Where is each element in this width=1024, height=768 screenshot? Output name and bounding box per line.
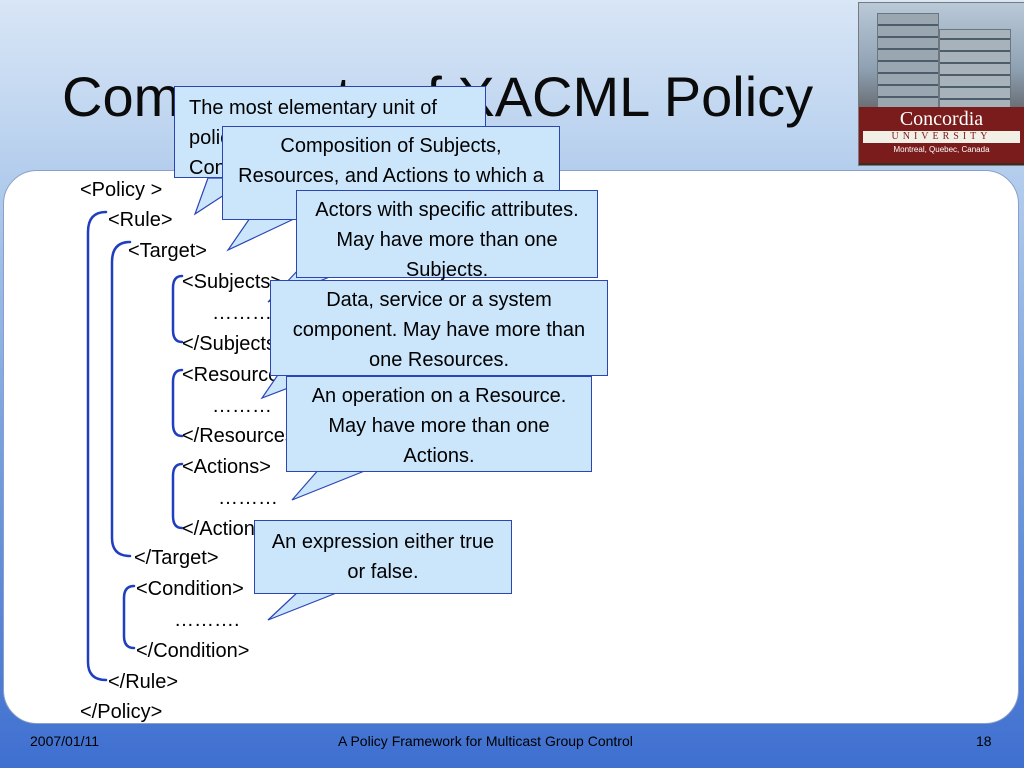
code-actions-open: <Actions> (182, 456, 271, 478)
bracket-rule (86, 210, 108, 682)
callout-subjects: Actors with specific attributes. May hav… (296, 190, 598, 281)
bracket-condition (122, 584, 136, 650)
tail-target (226, 217, 297, 252)
code-subjects-close: </Subjects> (182, 333, 288, 355)
callout-condition: An expression either true or false. (254, 520, 512, 594)
logo-subtitle: UNIVERSITY (863, 131, 1020, 143)
footer-title: A Policy Framework for Multicast Group C… (338, 733, 633, 749)
footer-date: 2007/01/11 (30, 733, 100, 749)
code-condition-body: ………. (174, 609, 240, 631)
logo-location: Montreal, Quebec, Canada (893, 145, 990, 154)
code-rule-open: <Rule> (108, 209, 173, 231)
code-actions-close: </Actions> (182, 518, 277, 540)
code-condition-close: </Condition> (136, 640, 250, 662)
code-resources-body: ……… (212, 395, 272, 417)
code-policy-open: <Policy > (80, 179, 163, 201)
tail-actions (291, 467, 373, 501)
code-condition-open: <Condition> (136, 578, 244, 600)
concordia-logo: Concordia UNIVERSITY Montreal, Quebec, C… (858, 2, 1024, 166)
code-subjects-body: ……… (212, 302, 272, 324)
logo-band: Concordia UNIVERSITY Montreal, Quebec, C… (859, 107, 1024, 163)
code-target-close: </Target> (134, 547, 219, 569)
code-policy-close: </Policy> (80, 701, 163, 723)
callout-actions: An operation on a Resource. May have mor… (286, 376, 592, 472)
bracket-actions (171, 462, 184, 530)
bracket-subjects (171, 274, 184, 344)
callout-target: Composition of Subjects, Resources, and … (222, 126, 560, 220)
code-target-open: <Target> (128, 240, 207, 262)
code-rule-close: </Rule> (108, 671, 179, 693)
bracket-resources (171, 368, 184, 438)
logo-name: Concordia (899, 108, 984, 130)
code-resources-close: </Resources> (182, 425, 307, 447)
code-subjects-open: <Subjects> (182, 271, 283, 293)
tail-condition (267, 589, 345, 621)
footer-page-number: 18 (976, 733, 992, 749)
callout-resources: Data, service or a system component. May… (270, 280, 608, 376)
code-actions-body: ……… (218, 487, 278, 509)
bracket-target (110, 240, 132, 558)
